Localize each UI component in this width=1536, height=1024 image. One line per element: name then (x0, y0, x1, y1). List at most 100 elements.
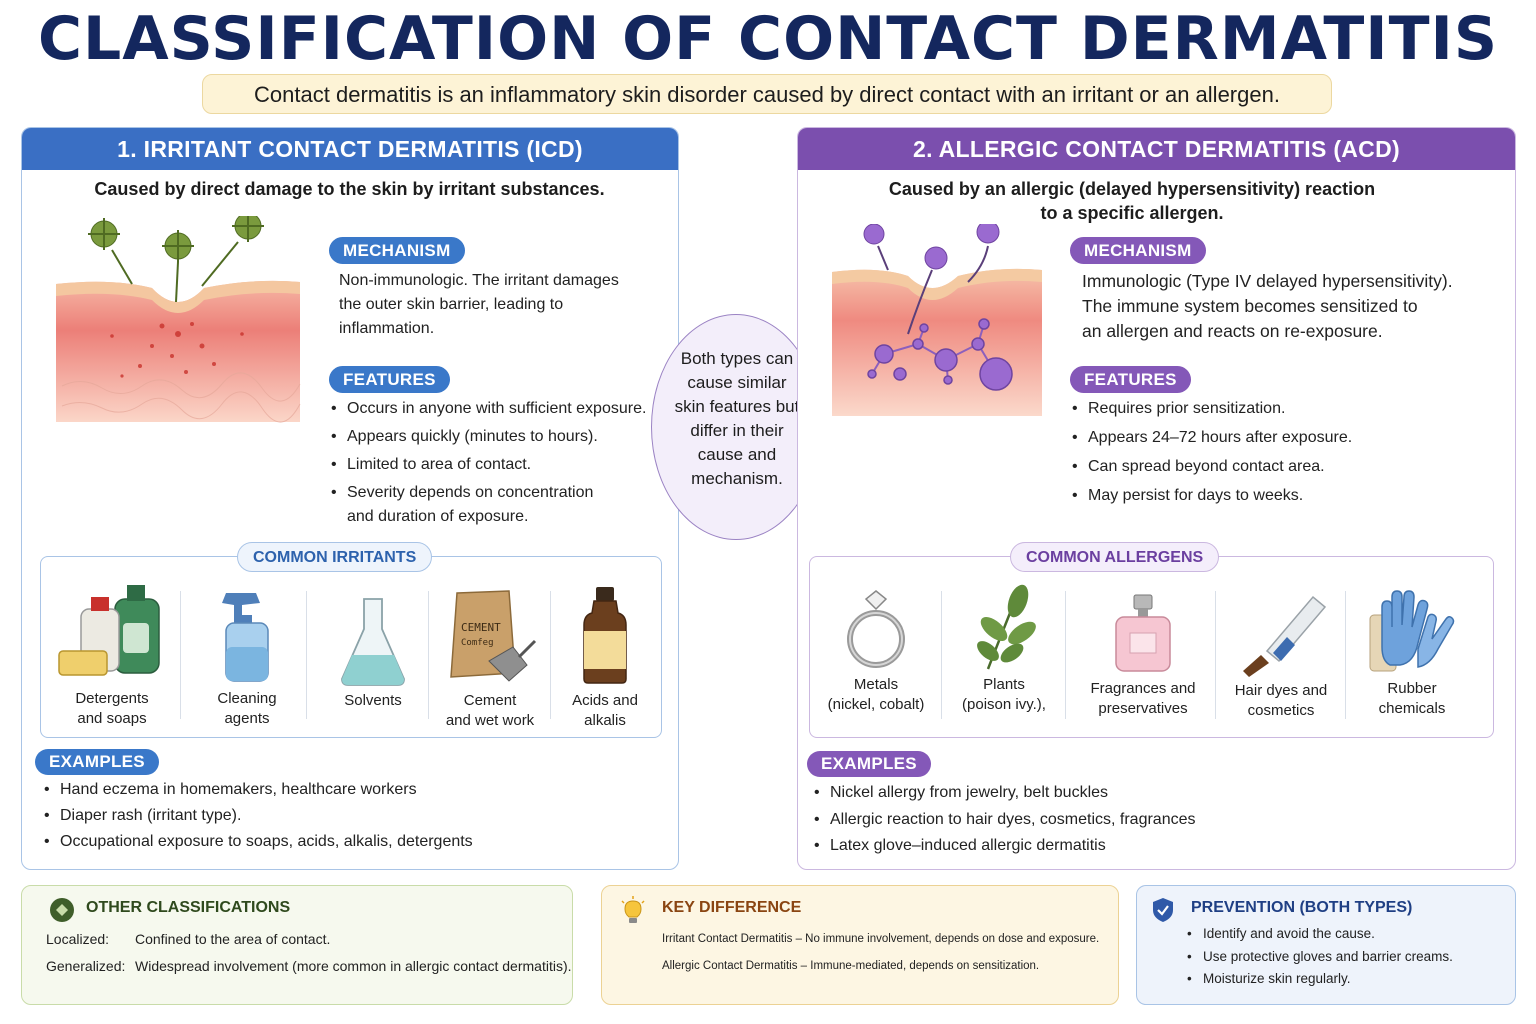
definition-banner: Contact dermatitis is an inflammatory sk… (202, 74, 1332, 114)
item-label: Fragrances and (1090, 680, 1196, 697)
detergent-bottles-icon (58, 585, 160, 676)
prevention-title: PREVENTION (BOTH TYPES) (1191, 899, 1413, 916)
list-item: Use protective gloves and barrier creams… (1187, 949, 1453, 972)
irritant-item-cleaning: Cleaning agents (185, 587, 309, 729)
acd-mechanism-pill: MECHANISM (1070, 237, 1206, 264)
lightbulb-icon (621, 896, 645, 923)
irritant-item-acids: Acids and alkalis (555, 585, 655, 731)
acd-description: Caused by an allergic (delayed hypersens… (798, 177, 1466, 225)
acd-mechanism-line: Immunologic (Type IV delayed hypersensit… (1082, 271, 1453, 291)
acd-features-list: Requires prior sensitization. Appears 24… (1072, 400, 1472, 516)
list-item: Appears quickly (minutes to hours). (331, 428, 671, 456)
item-label: Hair dyes and (1234, 682, 1328, 699)
list-item: Allergic reaction to hair dyes, cosmetic… (814, 811, 1494, 838)
divider (1215, 591, 1216, 719)
acd-mechanism-line: an allergen and reacts on re-exposure. (1082, 321, 1383, 341)
flask-icon (341, 598, 405, 686)
divider (1345, 591, 1346, 719)
list-item: Limited to area of contact. (331, 456, 671, 484)
item-label: (nickel, cobalt) (827, 696, 925, 713)
divider (306, 591, 307, 719)
irritant-item-solvents: Solvents (313, 595, 433, 711)
acd-examples-list: Nickel allergy from jewelry, belt buckle… (814, 784, 1494, 864)
divider (180, 591, 181, 719)
comparison-note-text: Both types can cause similar skin featur… (674, 349, 800, 488)
page-title: CLASSIFICATION OF CONTACT DERMATITIS (37, 4, 1499, 74)
icd-features-pill: FEATURES (329, 366, 450, 393)
icd-mechanism-line: Non-immunologic. The irritant damages (339, 272, 619, 289)
list-item-continuation: and duration of exposure. (331, 508, 671, 532)
shield-icon (1153, 898, 1173, 922)
prevention-box: PREVENTION (BOTH TYPES) Identify and avo… (1136, 885, 1516, 1005)
ring-icon (847, 590, 905, 668)
spray-bottle-icon (222, 593, 269, 682)
key-difference-title: KEY DIFFERENCE (662, 899, 802, 916)
common-allergens-box: COMMON ALLERGENS Metals (nickel, cobalt)… (809, 542, 1494, 738)
acd-mechanism-line: The immune system becomes sensitized to (1082, 296, 1418, 316)
list-item: Occupational exposure to soaps, acids, a… (44, 833, 664, 859)
item-label: and wet work (445, 712, 535, 729)
tube-icon (1243, 595, 1327, 677)
key-difference-line: Irritant Contact Dermatitis – No immune … (662, 933, 1100, 945)
divider (1065, 591, 1066, 719)
list-item-text: and duration of exposure. (347, 508, 529, 525)
icd-features-list: Occurs in anyone with sufficient exposur… (331, 400, 671, 532)
common-allergens-label: COMMON ALLERGENS (1010, 542, 1220, 572)
perfume-bottle-icon (1115, 594, 1171, 672)
item-label: cosmetics (1247, 702, 1315, 719)
list-item: Occurs in anyone with sufficient exposur… (331, 400, 671, 428)
key-difference-line: Allergic Contact Dermatitis – Immune-med… (662, 960, 1040, 972)
localized-text: Confined to the area of contact. (135, 931, 331, 947)
list-item: Can spread beyond contact area. (1072, 458, 1472, 487)
icd-examples-pill: EXAMPLES (35, 749, 159, 775)
acd-heading: 2. ALLERGIC CONTACT DERMATITIS (ACD) (798, 128, 1515, 170)
item-label: (poison ivy.), (962, 696, 1046, 713)
list-item: Diaper rash (irritant type). (44, 807, 664, 833)
icd-mechanism-line: the outer skin barrier, leading to (339, 296, 564, 313)
generalized-text: Widespread involvement (more common in a… (135, 958, 572, 974)
list-item: Requires prior sensitization. (1072, 400, 1472, 429)
allergen-item-hair-dyes: Hair dyes and cosmetics (1218, 591, 1344, 721)
list-item: Moisturize skin regularly. (1187, 971, 1453, 994)
key-difference-box: KEY DIFFERENCE Irritant Contact Dermatit… (601, 885, 1119, 1005)
item-label: Plants (983, 676, 1025, 693)
divider (550, 591, 551, 719)
divider (428, 591, 429, 719)
list-item: May persist for days to weeks. (1072, 487, 1472, 516)
cement-bag-scrawl: Comfeg (461, 638, 494, 648)
item-label: chemicals (1378, 700, 1446, 717)
item-label: Solvents (344, 692, 402, 709)
item-label: alkalis (584, 712, 626, 729)
localized-term: Localized: (46, 931, 110, 947)
gloves-icon (1369, 590, 1455, 672)
item-label: Acids and (572, 692, 638, 709)
acd-description-line: Caused by an allergic (delayed hypersens… (888, 179, 1376, 199)
list-item: Identify and avoid the cause. (1187, 926, 1453, 949)
common-irritants-box: COMMON IRRITANTS Detergents and soaps Cl… (40, 542, 662, 738)
common-irritants-label: COMMON IRRITANTS (237, 542, 433, 572)
item-label: Rubber (1387, 680, 1437, 697)
irritant-item-cement: CEMENT Comfeg Cement and wet work (433, 587, 547, 731)
icd-mechanism-line: inflammation. (339, 320, 435, 337)
allergen-item-plants: Plants (poison ivy.), (944, 583, 1064, 715)
allergen-item-fragrances: Fragrances and preservatives (1068, 591, 1218, 719)
icd-description: Caused by direct damage to the skin by i… (94, 179, 605, 199)
divider (941, 591, 942, 719)
list-item: Appears 24–72 hours after exposure. (1072, 429, 1472, 458)
generalized-term: Generalized: (46, 958, 126, 974)
acd-examples-pill: EXAMPLES (807, 751, 931, 777)
brown-bottle-icon (583, 587, 627, 684)
allergen-item-rubber: Rubber chemicals (1350, 587, 1474, 719)
allergen-item-metals: Metals (nickel, cobalt) (814, 587, 938, 715)
item-label: Metals (853, 676, 899, 693)
item-label: agents (224, 710, 270, 727)
icd-mechanism-pill: MECHANISM (329, 237, 465, 264)
list-item: Latex glove–induced allergic dermatitis (814, 837, 1494, 864)
item-label: Cleaning (217, 690, 277, 707)
other-classifications-box: OTHER CLASSIFICATIONS Localized: Confine… (21, 885, 573, 1005)
cement-bag-icon: CEMENT Comfeg (450, 590, 537, 682)
cement-bag-text: CEMENT (461, 621, 501, 634)
icd-heading: 1. IRRITANT CONTACT DERMATITIS (ICD) (22, 128, 678, 170)
icd-mechanism-text: Non-immunologic. The irritant damages th… (339, 269, 659, 341)
badge-icon (50, 898, 74, 922)
